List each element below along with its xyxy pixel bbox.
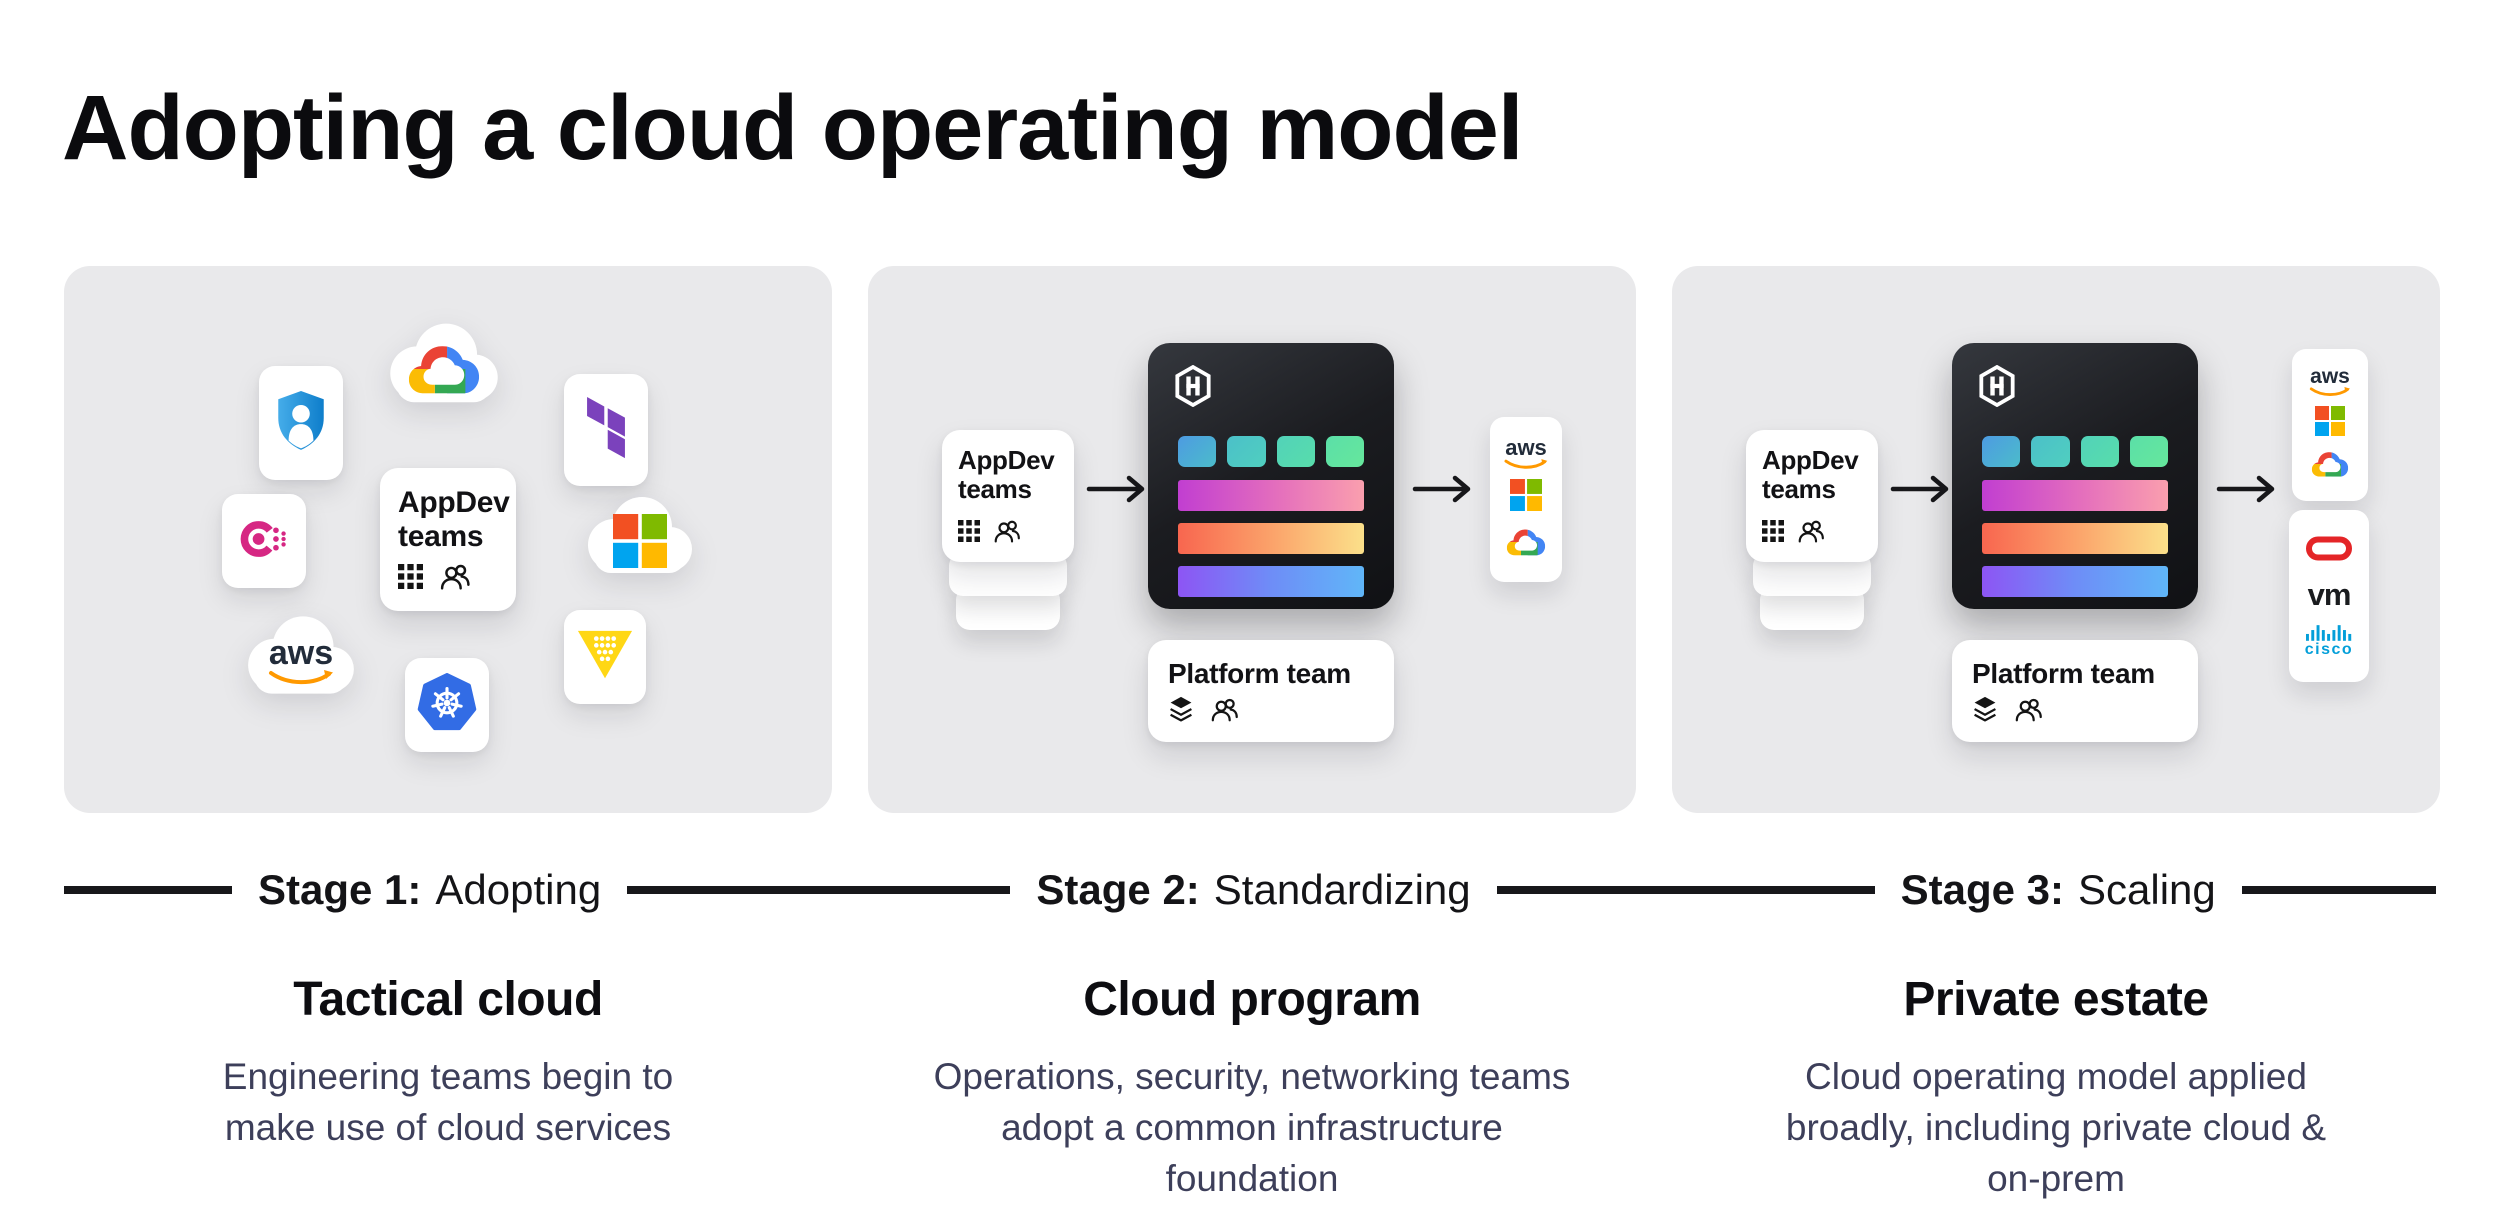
kubernetes-card (405, 658, 489, 752)
stage1-name: Adopting (435, 866, 602, 913)
google-cloud-icon (1506, 526, 1546, 563)
terraform-card (564, 374, 648, 486)
arrow-right-icon (1412, 474, 1474, 509)
hashicorp-icon (1174, 364, 1212, 412)
stage3-heading: Private estate (1903, 973, 2209, 1026)
appdev-teams-card: AppDev teams (942, 430, 1074, 562)
platform-team-card: Platform team (1148, 640, 1394, 742)
platform-team-card: Platform team (1952, 640, 2198, 742)
consul-card (222, 494, 306, 588)
service-squares (1982, 436, 2168, 467)
page-title: Adopting a cloud operating model (62, 76, 1523, 179)
people-icon (1797, 519, 1826, 548)
people-icon (2014, 697, 2044, 727)
stage1-summary: Tactical cloud Engineering teams begin t… (64, 972, 832, 1153)
google-cloud-icon (407, 340, 481, 398)
cloud-providers-card: aws (1490, 417, 1562, 582)
stage2-prefix: Stage 2: (1036, 866, 1200, 913)
aws-text: aws (1505, 434, 1547, 460)
cisco-icon: cisco (2305, 623, 2353, 658)
kubernetes-icon (417, 672, 477, 738)
stage3-prefix: Stage 3: (1900, 866, 2064, 913)
platform-team-label: Platform team (1972, 658, 2155, 689)
appdev-teams-label: AppDev teams (958, 445, 1055, 505)
aws-icon: aws (268, 636, 334, 686)
people-icon (1210, 697, 1240, 727)
stage3-description: Cloud operating model applied broadly, i… (1785, 1056, 2327, 1200)
microsoft-icon (1510, 479, 1542, 516)
stage1-prefix: Stage 1: (257, 866, 422, 913)
appdev-teams-label: AppDev teams (1762, 445, 1859, 505)
gradient-bar-blue (1982, 566, 2168, 597)
hashicorp-platform-box (1952, 343, 2198, 609)
microsoft-cloud-blob (580, 486, 700, 588)
aws-cloud-blob: aws (240, 606, 362, 708)
consul-icon (239, 515, 289, 568)
stage2-name: Standardizing (1213, 866, 1471, 913)
timeline-line (2241, 886, 2436, 894)
appdev-teams-stack: AppDev teams (1746, 430, 1878, 640)
layers-icon (1168, 696, 1194, 728)
aws-swoosh (269, 670, 333, 685)
gradient-bar-orange (1982, 523, 2168, 554)
service-squares (1178, 436, 1364, 467)
grid-icon (958, 520, 980, 547)
google-cloud-icon (2311, 449, 2349, 484)
aws-icon: aws (1504, 434, 1548, 470)
stage1-label: Stage 1: Adopting (232, 866, 627, 914)
stage1-illustration-panel: AppDev teams (64, 266, 832, 813)
timeline-line (64, 886, 232, 894)
arrow-right-icon (2216, 474, 2278, 509)
stage2-heading: Cloud program (1083, 973, 1421, 1026)
timeline-line (627, 886, 1011, 894)
people-icon (993, 519, 1022, 548)
private-estate-card: vm cisco (2289, 510, 2369, 682)
platform-team-label: Platform team (1168, 658, 1351, 689)
terraform-icon (585, 396, 627, 464)
people-icon (439, 563, 472, 595)
stage2-summary: Cloud program Operations, security, netw… (868, 972, 1636, 1204)
stage-timeline: Stage 1: Adopting Stage 2: Standardizing… (64, 860, 2436, 920)
gradient-bar-blue (1178, 566, 1364, 597)
stage3-illustration-panel: AppDev teams (1672, 266, 2440, 813)
stage2-description: Operations, security, networking teams a… (933, 1056, 1571, 1200)
timeline-line (1496, 886, 1875, 894)
identity-shield-icon (275, 390, 327, 457)
appdev-teams-card: AppDev teams (1746, 430, 1878, 562)
aws-icon: aws (2309, 366, 2351, 397)
cisco-text: cisco (2304, 640, 2354, 658)
hashicorp-icon (1978, 364, 2016, 412)
appdev-teams-card: AppDev teams (380, 468, 516, 611)
vault-icon (576, 629, 634, 686)
stage2-label: Stage 2: Standardizing (1010, 866, 1496, 914)
appdev-teams-label: AppDev teams (398, 486, 510, 553)
stage2-illustration-panel: AppDev teams (868, 266, 1636, 813)
stage1-description: Engineering teams begin to make use of c… (222, 1056, 674, 1149)
layers-icon (1972, 696, 1998, 728)
microsoft-icon (613, 514, 667, 569)
grid-icon (1762, 520, 1784, 547)
gradient-bar-pink (1178, 480, 1364, 511)
identity-shield-card (259, 366, 343, 480)
cloud-providers-card: aws (2292, 349, 2368, 501)
gradient-bar-orange (1178, 523, 1364, 554)
vmware-icon: vm (2307, 577, 2352, 612)
stage3-label: Stage 3: Scaling (1875, 866, 2242, 914)
vault-card (564, 610, 646, 704)
stage1-heading: Tactical cloud (293, 973, 603, 1026)
google-cloud-blob (382, 312, 506, 418)
aws-text: aws (268, 634, 334, 673)
microsoft-icon (2315, 405, 2345, 441)
hashicorp-platform-box (1148, 343, 1394, 609)
grid-icon (398, 564, 423, 594)
gradient-bar-pink (1982, 480, 2168, 511)
arrow-right-icon (1086, 474, 1148, 509)
arrow-right-icon (1890, 474, 1952, 509)
appdev-teams-stack: AppDev teams (942, 430, 1074, 640)
stage3-summary: Private estate Cloud operating model app… (1672, 972, 2440, 1204)
stage3-name: Scaling (2078, 866, 2216, 913)
aws-text: aws (2310, 364, 2350, 388)
oracle-icon (2305, 535, 2353, 567)
